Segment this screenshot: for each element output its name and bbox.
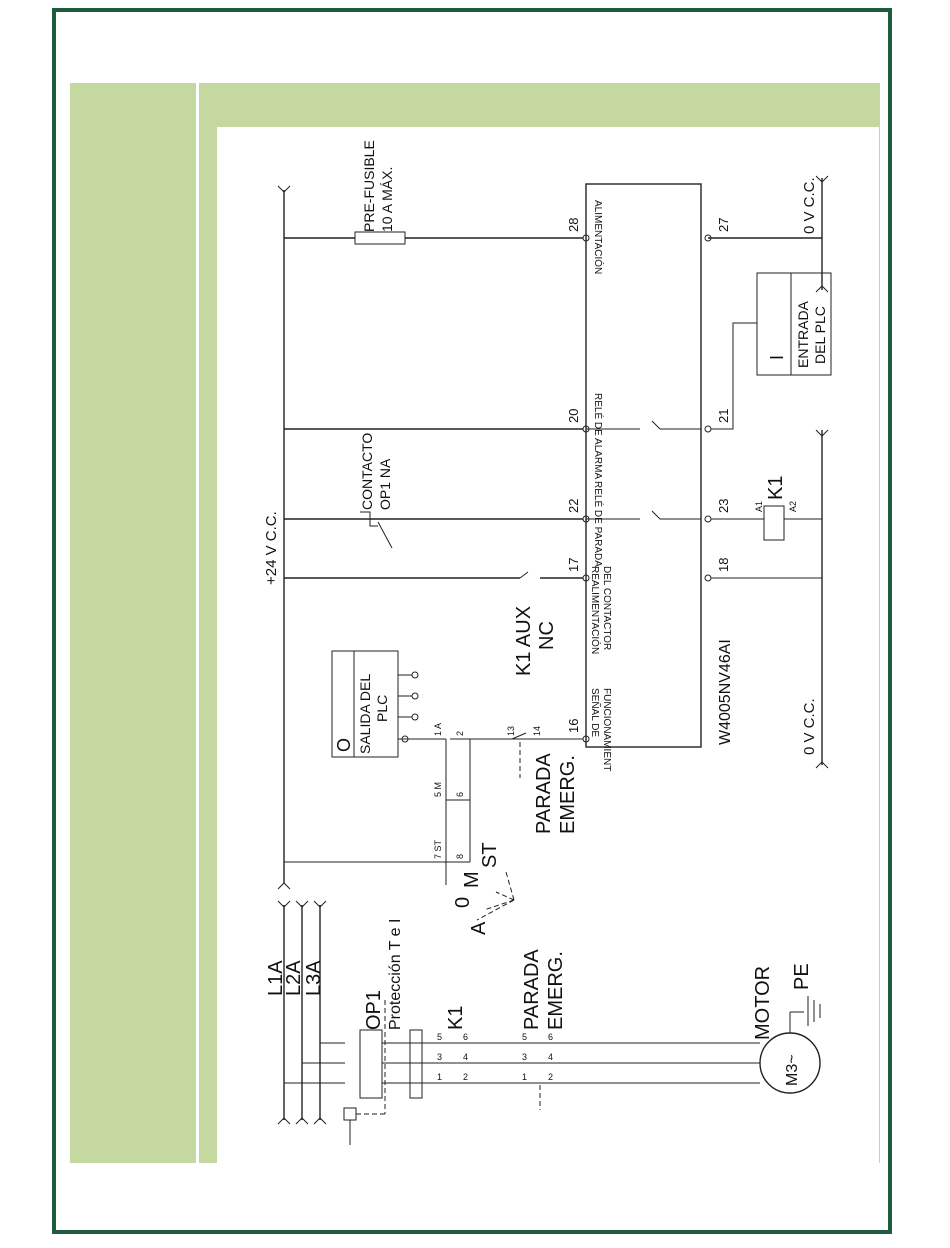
plc-in-label-1: ENTRADA [795, 300, 811, 368]
k1-coil [763, 505, 785, 541]
k1aux-label-1: K1 AUX [513, 606, 535, 676]
op1-breaker [359, 1029, 383, 1099]
num-27: 27 [716, 218, 731, 232]
k1-c4: 4 [463, 1052, 468, 1062]
sel-5m: 5 M [433, 782, 443, 797]
motor-symbol-label: M3~ [784, 1054, 801, 1086]
terminal-23 [704, 515, 712, 523]
k1-c6: 6 [463, 1032, 468, 1042]
k1-coil-label: K1 [765, 476, 787, 500]
coil-a1: A1 [754, 501, 764, 512]
realim-label-2: DEL CONTACTOR [601, 566, 612, 650]
k1-c1: 1 [437, 1072, 442, 1082]
band-divider [196, 83, 199, 1163]
contacto-op1-symbol [360, 511, 378, 527]
sel-1a: 1 A [433, 723, 443, 736]
n13: 13 [506, 726, 516, 736]
plc-in-letter: I [767, 355, 787, 360]
senal-label-2: FUNCIONAMIENT [601, 688, 612, 771]
alimentacion-label: ALIMENTACIÓN [592, 200, 605, 274]
k1aux-label-2: NC [536, 621, 558, 650]
num-22: 22 [566, 499, 581, 513]
sel-8: 8 [455, 854, 465, 859]
prefusible-symbol [354, 231, 406, 245]
parada-power-2: EMERG. [545, 951, 567, 1030]
sel-0: 0 [452, 897, 474, 908]
plus24-label: +24 V C.C. [263, 511, 280, 585]
pe-label: PE [791, 963, 813, 990]
rail-arrow-top [277, 185, 291, 193]
num-16: 16 [566, 719, 581, 733]
sel-7st: 7 ST [433, 839, 443, 859]
proteccion-label: Protección T e I [387, 919, 404, 1030]
sel-6: 6 [455, 792, 465, 797]
sel-a: A [468, 921, 490, 935]
header-band [70, 83, 880, 127]
diagram-area [217, 127, 880, 1163]
left-band [70, 83, 196, 1163]
terminal-18 [704, 574, 712, 582]
sel-2: 2 [455, 731, 465, 736]
prefusible-label-1: PRE-FUSIBLE [361, 140, 377, 232]
parada-ctrl-1: PARADA [533, 753, 555, 834]
rail-arrow-bottom [277, 882, 291, 890]
sel-m: M [461, 871, 483, 888]
contacto-label-2: OP1 NA [377, 458, 393, 510]
num-17: 17 [566, 558, 581, 572]
l1a-label: L1A [265, 960, 287, 996]
terminal-21 [704, 425, 712, 433]
num-20: 20 [566, 409, 581, 423]
left-band-inner [199, 127, 217, 1163]
k1-power-label: K1 [445, 1006, 467, 1030]
plc-output-box [331, 650, 399, 758]
num-23: 23 [716, 499, 731, 513]
zero-top-label: 0 V C.C. [801, 177, 818, 234]
plc-out-label-2: PLC [374, 695, 390, 722]
coil-a2: A2 [788, 501, 798, 512]
device-box [585, 183, 702, 748]
plc-out-letter: O [334, 738, 354, 752]
stop-contact [651, 510, 701, 520]
k1-aux-contact [519, 571, 529, 579]
motor-label: MOTOR [752, 966, 774, 1040]
pe-c1: 1 [522, 1072, 527, 1082]
parada-ctrl-2: EMERG. [557, 755, 579, 834]
prefusible-label-2: 10 A MÁX. [379, 167, 395, 232]
plc-in-label-2: DEL PLC [812, 306, 828, 364]
num-18: 18 [716, 558, 731, 572]
contacto-label-1: CONTACTO [359, 433, 375, 510]
op1-label: OP1 [363, 990, 385, 1030]
pe-c6: 6 [548, 1032, 553, 1042]
sel-st: ST [479, 842, 501, 868]
zero-bottom-label: 0 V C.C. [801, 698, 818, 755]
rele-parada-label: RELÉ DE PARADA [592, 481, 605, 567]
l3a-label: L3A [303, 960, 325, 996]
pe-c4: 4 [548, 1052, 553, 1062]
pe-c5: 5 [522, 1032, 527, 1042]
pe-c3: 3 [522, 1052, 527, 1062]
k1-c2: 2 [463, 1072, 468, 1082]
pe-c2: 2 [548, 1072, 553, 1082]
k1-c3: 3 [437, 1052, 442, 1062]
parada-power-1: PARADA [521, 949, 543, 1030]
k1-c5: 5 [437, 1032, 442, 1042]
device-model: W4005NV46AI [717, 639, 734, 745]
plc-input-box [756, 272, 832, 376]
rele-alarma-label: RELÉ DE ALARMA [592, 393, 605, 479]
page-frame [52, 8, 892, 1234]
plc-out-label-1: SALIDA DEL [357, 674, 373, 754]
num-28: 28 [566, 218, 581, 232]
l2a-label: L2A [283, 960, 305, 996]
num-21: 21 [716, 409, 731, 423]
senal-label-1: SEÑAL DE [589, 688, 602, 737]
alarm-contact [651, 420, 701, 430]
realim-label-1: REALIMENTACIÓN [589, 566, 602, 654]
n14: 14 [532, 726, 542, 736]
thermal-relay [409, 1029, 423, 1099]
